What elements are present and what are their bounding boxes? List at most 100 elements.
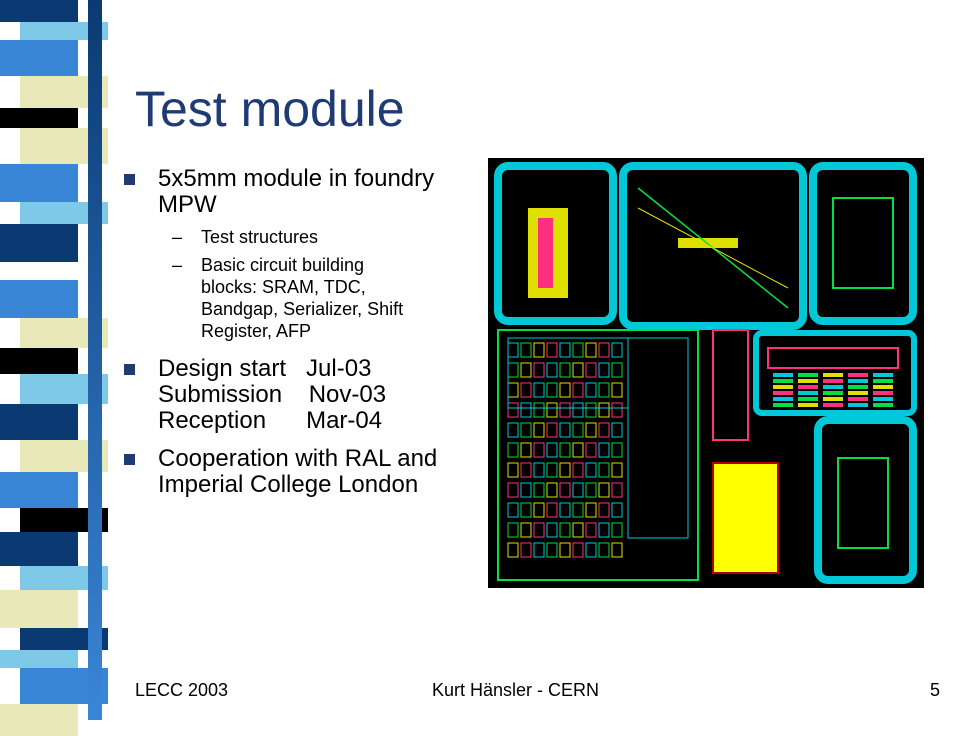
- chip-cell: [572, 482, 584, 498]
- chip-cell: [572, 442, 584, 458]
- chip-cell: [507, 482, 519, 498]
- chip-cell: [507, 462, 519, 478]
- chip-cell: [611, 502, 623, 518]
- chip-cell: [611, 542, 623, 558]
- chip-cell: [598, 422, 610, 438]
- chip-cell: [598, 342, 610, 358]
- chip-cell: [520, 422, 532, 438]
- chip-cell: [773, 379, 793, 383]
- chip-cell: [559, 482, 571, 498]
- chip-cell: [533, 422, 545, 438]
- stripe-segment: [0, 40, 78, 76]
- chip-cell: [572, 542, 584, 558]
- chip-cell: [611, 482, 623, 498]
- slide-title: Test module: [135, 81, 405, 137]
- chip-cell: [823, 385, 843, 389]
- chip-cell: [559, 422, 571, 438]
- chip-cell: [572, 522, 584, 538]
- chip-cell: [798, 391, 818, 395]
- chip-cell: [546, 482, 558, 498]
- chip-cell: [798, 379, 818, 383]
- chip-cell: [533, 482, 545, 498]
- chip-cell: [546, 382, 558, 398]
- stripe-segment: [0, 280, 78, 318]
- stripe-segment: [0, 404, 78, 440]
- chip-cell: [520, 542, 532, 558]
- chip-cell: [572, 422, 584, 438]
- chip-cell: [585, 502, 597, 518]
- chip-cell: [559, 502, 571, 518]
- chip-cell: [546, 342, 558, 358]
- bullet-line: Reception Mar-04: [158, 407, 383, 434]
- chip-cell: [598, 482, 610, 498]
- bullet-line: Submission Nov-03: [158, 381, 387, 408]
- chip-cell: [533, 402, 545, 418]
- chip-cell: [848, 385, 868, 389]
- chip-cell: [507, 522, 519, 538]
- chip-cell: [598, 542, 610, 558]
- chip-cell: [546, 422, 558, 438]
- chip-cell: [873, 379, 893, 383]
- chip-cell: [559, 522, 571, 538]
- stripe-segment: [0, 532, 78, 566]
- chip-cell: [585, 402, 597, 418]
- bullet-item-1: 5x5mm module in foundry MPW: [122, 166, 482, 218]
- chip-cell: [823, 403, 843, 407]
- chip-cell: [533, 522, 545, 538]
- chip-cell: [873, 373, 893, 377]
- bullet-item-2: Design start Jul-03 Submission Nov-03 Re…: [122, 356, 482, 434]
- chip-cell: [611, 522, 623, 538]
- bullet-line: Cooperation with RAL and: [158, 445, 438, 472]
- stripe-segment: [0, 0, 78, 22]
- chip-cell: [507, 542, 519, 558]
- subbullet-line: Basic circuit building: [201, 255, 365, 275]
- chip-cell: [773, 385, 793, 389]
- chip-cell: [773, 373, 793, 377]
- chip-cell: [611, 462, 623, 478]
- chip-cell: [598, 382, 610, 398]
- dash-marker: –: [172, 227, 183, 247]
- chip-cell: [585, 362, 597, 378]
- chip-cell: [520, 442, 532, 458]
- chip-cell: [598, 522, 610, 538]
- chip-cell: [598, 462, 610, 478]
- chip-cell: [585, 382, 597, 398]
- chip-cell: [873, 397, 893, 401]
- chip-cell: [546, 462, 558, 478]
- bullet-item-3: Cooperation with RAL and Imperial Colleg…: [122, 446, 482, 498]
- chip-cell: [848, 379, 868, 383]
- subbullet-item-1: – Test structures: [122, 226, 482, 248]
- chip-cell: [598, 442, 610, 458]
- chip-cell: [559, 462, 571, 478]
- chip-cell: [559, 342, 571, 358]
- chip-cell: [798, 385, 818, 389]
- chip-cell: [585, 422, 597, 438]
- bullet-marker: [124, 174, 135, 185]
- chip-cell: [546, 362, 558, 378]
- chip-cell: [823, 379, 843, 383]
- subbullet-line: Register, AFP: [201, 321, 312, 341]
- chip-cell: [798, 373, 818, 377]
- chip-cell: [533, 362, 545, 378]
- chip-cell: [533, 542, 545, 558]
- bullet-marker: [124, 454, 135, 465]
- chip-cell: [520, 482, 532, 498]
- stripe-segment: [20, 628, 108, 650]
- chip-cell: [773, 397, 793, 401]
- chip-cell: [546, 542, 558, 558]
- bullet-marker: [124, 364, 135, 375]
- bullet-list: 5x5mm module in foundry MPW – Test struc…: [122, 166, 482, 505]
- stripe-segment: [0, 224, 78, 262]
- chip-cell: [559, 402, 571, 418]
- chip-cell: [533, 382, 545, 398]
- chip-cell: [559, 382, 571, 398]
- chip-cell: [585, 522, 597, 538]
- chip-cell: [798, 403, 818, 407]
- subbullet-line: Bandgap, Serializer, Shift: [201, 299, 404, 319]
- chip-cell: [873, 403, 893, 407]
- chip-cell: [572, 462, 584, 478]
- bullet-line: MPW: [158, 191, 217, 218]
- chip-cell: [520, 502, 532, 518]
- chip-cell: [507, 502, 519, 518]
- stripe-segment: [0, 704, 78, 736]
